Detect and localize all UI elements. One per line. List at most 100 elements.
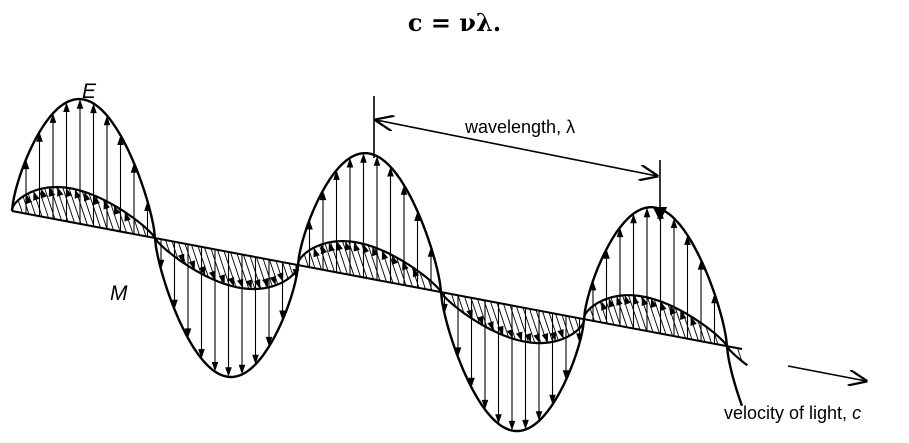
magnetic-field-arrowhead: [57, 187, 64, 197]
magnetic-field-arrowhead: [93, 195, 100, 205]
magnetic-field-hatch-line: [419, 272, 426, 290]
magnetic-field-arrowhead: [477, 315, 484, 326]
magnetic-field-hatch-line: [367, 245, 381, 281]
magnetic-field-hatch-line: [568, 316, 575, 334]
magnetic-field-arrowhead: [616, 296, 623, 306]
electric-field-vector-arrowhead: [103, 115, 111, 126]
magnetic-field-arrowhead: [228, 277, 235, 287]
electric-field-label: E: [82, 80, 97, 103]
magnetic-field-hatch-line: [396, 257, 407, 286]
electric-field-vector-arrowhead: [670, 218, 678, 228]
magnetic-field-arrowhead: [320, 244, 328, 255]
electric-field-vector-arrowhead: [90, 103, 97, 114]
magnetic-field-hatch-line: [223, 250, 237, 288]
magnetic-field-hatch-line: [38, 189, 49, 219]
magnetic-field-hatch-line: [191, 244, 202, 274]
electric-field-vector-arrowhead: [117, 135, 124, 145]
magnetic-field-hatch-line: [457, 295, 465, 314]
electric-field-vector-arrowhead: [522, 419, 529, 430]
magnetic-field-arrowhead: [74, 189, 81, 199]
magnetic-field-arrowhead: [328, 242, 335, 252]
magnetic-field-hatch-line: [647, 297, 660, 334]
magnetic-field-arrowhead: [601, 301, 608, 311]
magnetic-field-arrowhead: [524, 333, 532, 343]
magnetic-field-arrowhead: [624, 295, 631, 305]
magnetic-field-arrowhead: [670, 305, 677, 315]
magnetic-field-hatch-line: [236, 253, 250, 290]
propagation-axis: [11, 210, 743, 350]
magnetic-field-hatch-line: [165, 239, 171, 253]
magnetic-field-arrowhead: [254, 279, 261, 289]
magnetic-field-hatch-line: [561, 314, 570, 337]
magnetic-field-hatch-line: [737, 347, 743, 362]
velocity-label-text: velocity of light,: [724, 403, 852, 423]
magnetic-field-arrowhead: [680, 310, 687, 320]
electric-field-vector-arrowhead: [684, 235, 691, 245]
electric-field-vector-arrowhead: [225, 367, 232, 377]
electric-field-vector-arrowhead: [562, 370, 570, 380]
magnetic-field-hatch-line: [589, 308, 595, 322]
magnetic-field-hatch-line: [477, 298, 488, 328]
electric-field-vector-arrowhead: [630, 213, 637, 224]
magnetic-field-hatch-line: [44, 187, 56, 220]
electric-field-vector-arrowhead: [697, 260, 705, 270]
magnetic-field-arrowhead: [549, 331, 556, 342]
electric-field-vector-arrowhead: [603, 249, 610, 259]
magnetic-field-wave: [10, 185, 749, 367]
magnetic-field-hatch-line: [574, 317, 580, 330]
electric-field-vector-arrowhead: [535, 411, 543, 421]
magnetic-field-hatch-line: [269, 259, 279, 285]
magnetic-field-hatch-line: [319, 245, 329, 271]
magnetic-field-arrowhead: [391, 255, 399, 265]
electric-field-vector-arrowhead: [76, 99, 84, 109]
magnetic-field-hatch-line: [705, 326, 712, 344]
magnetic-field-arrowhead: [103, 199, 110, 210]
magnetic-field-arrowhead: [33, 191, 40, 201]
electric-field-vector-arrowhead: [495, 414, 502, 424]
magnetic-field-label: M: [110, 282, 128, 305]
magnetic-field-arrowhead: [277, 272, 284, 282]
magnetic-field-hatch-line: [548, 312, 559, 341]
magnetic-field-arrowhead: [40, 188, 48, 199]
magnetic-field-arrowhead: [218, 274, 225, 284]
velocity-direction-arrow: [787, 365, 866, 381]
magnetic-field-hatch-line: [697, 320, 706, 343]
velocity-label: velocity of light, c: [724, 403, 861, 423]
electric-field-vector-arrowhead: [414, 211, 421, 221]
magnetic-field-arrowhead: [487, 321, 494, 331]
electric-field-vectors: [22, 99, 718, 431]
magnetic-field-arrowhead: [412, 267, 420, 278]
magnetic-field-hatch-line: [178, 242, 187, 265]
magnetic-field-hatch-line: [288, 263, 294, 276]
magnetic-field-hatch-line: [610, 297, 621, 327]
electric-field-vector-arrowhead: [279, 310, 286, 321]
magnetic-field-vectors: [25, 187, 697, 344]
magnetic-field-arrowhead: [660, 301, 667, 311]
electric-field-vector-arrowhead: [481, 399, 489, 410]
magnetic-field-hatch-line: [27, 193, 36, 216]
magnetic-field-arrowhead: [632, 295, 640, 305]
magnetic-field-arrowhead: [608, 298, 615, 308]
magnetic-field-hatch-line: [667, 304, 680, 338]
electric-field-vector-arrowhead: [49, 113, 57, 123]
magnetic-field-arrowhead: [199, 266, 206, 276]
magnetic-field-hatch-line: [503, 303, 516, 340]
magnetic-field-hatch-line: [496, 302, 509, 338]
magnetic-field-arrowhead: [372, 246, 379, 257]
electric-field-vector-arrowhead: [616, 227, 624, 238]
wavelength-label: wavelength, λ: [464, 117, 575, 137]
magnetic-field-hatch-line: [171, 241, 179, 260]
electric-field-vector-arrowhead: [319, 190, 327, 201]
electric-field-vector-arrowhead: [252, 354, 259, 365]
electric-field-vector-arrowhead: [360, 153, 367, 163]
magnetic-field-hatch-line: [17, 200, 23, 214]
magnetic-field-arrowhead: [113, 205, 121, 215]
magnetic-field-arrowhead: [345, 241, 352, 251]
magnetic-field-hatch-line: [622, 295, 634, 329]
magnetic-field-hatch-line: [117, 207, 127, 233]
magnetic-field-hatch-line: [674, 307, 686, 339]
electric-field-vector-arrowhead: [333, 170, 340, 180]
magnetic-field-arrowhead: [336, 241, 343, 251]
